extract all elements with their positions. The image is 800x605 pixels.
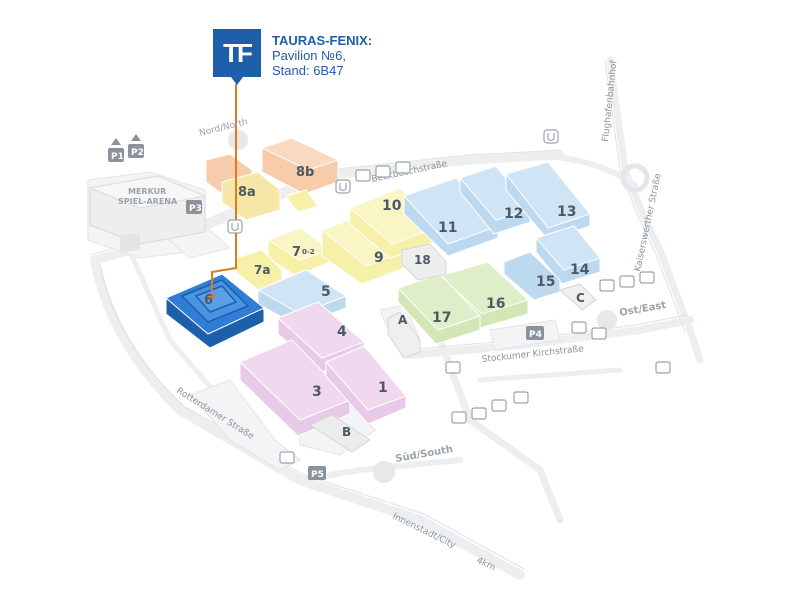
hall-18[interactable]	[401, 243, 447, 281]
hall-label-9: 9	[374, 250, 384, 266]
parking-icon: P2	[128, 134, 144, 158]
svg-text:P2: P2	[131, 148, 144, 158]
hall-labels: 1 3 4 5 6 7a 7 0-2 8a 8b 9 10 11 12 13 1…	[204, 165, 590, 400]
subway-icon	[227, 219, 243, 234]
parking-icon: P5	[308, 466, 326, 480]
svg-text:P1: P1	[111, 152, 124, 162]
hall-14[interactable]	[535, 225, 601, 285]
hall-11[interactable]	[403, 177, 499, 257]
svg-text:P4: P4	[529, 330, 542, 340]
hall-1[interactable]	[325, 345, 407, 425]
hall-4[interactable]	[277, 301, 365, 373]
arena-building	[88, 175, 207, 252]
hall-label-8a: 8a	[238, 185, 256, 200]
hall-label-3: 3	[312, 384, 322, 400]
exhibitor-pavilion: Pavilion №6,	[272, 48, 346, 63]
arena-label-line1: MERKUR	[128, 187, 166, 196]
hall-8b[interactable]	[260, 137, 340, 195]
pin-icon	[231, 77, 243, 85]
entrance-east-label: Ost/East	[619, 300, 668, 319]
svg-text:P5: P5	[311, 470, 324, 480]
hall-label-7a: 7a	[254, 263, 270, 277]
hall-label-12: 12	[504, 206, 523, 222]
hall-label-16: 16	[486, 296, 505, 312]
hall-label-8b: 8b	[296, 165, 314, 180]
hall-6[interactable]	[165, 273, 265, 349]
halls	[165, 137, 601, 437]
entrance-buildings	[228, 130, 617, 483]
hall-label-1: 1	[378, 380, 388, 396]
hall-label-18: 18	[414, 253, 431, 267]
hall-label-15: 15	[536, 274, 555, 290]
bus-icon	[445, 361, 671, 374]
stand-marker	[209, 293, 215, 299]
exhibitor-logo: TF	[213, 29, 261, 77]
bus-icon	[355, 161, 411, 182]
hall-label-13: 13	[557, 204, 576, 220]
hall-label-7-sub: 0-2	[302, 248, 315, 256]
parking-icon: P1	[108, 138, 124, 162]
parking-icon: P4	[526, 326, 544, 340]
entrance-a-label: A	[398, 313, 408, 327]
exhibitor-stand: Stand: 6B47	[272, 63, 344, 78]
hall-12[interactable]	[459, 165, 531, 235]
hall-9[interactable]	[321, 215, 405, 285]
svg-text:P3: P3	[189, 204, 202, 214]
hall-label-5: 5	[321, 284, 331, 300]
hall-label-14: 14	[570, 262, 590, 278]
parking-badges: P1 P2 P3 P4 P5	[108, 134, 544, 480]
exhibitor-name: TAURAS-FENIX:	[272, 33, 373, 48]
exhibitor-callout: TAURAS-FENIX: Pavilion №6, Stand: 6B47	[272, 33, 372, 78]
hall-label-17: 17	[432, 310, 451, 326]
hall-label-11: 11	[438, 220, 457, 236]
hall-13[interactable]	[505, 161, 591, 241]
hall-15[interactable]	[503, 251, 561, 301]
hall-label-4: 4	[337, 324, 347, 340]
subway-icon	[543, 129, 559, 144]
ring-roundabout	[620, 163, 650, 193]
bus-icon	[571, 321, 607, 340]
entrance-b-label: B	[342, 425, 351, 439]
bus-icon	[451, 391, 529, 424]
route-line	[211, 84, 237, 292]
arena-label-line2: SPIEL-ARENA	[118, 197, 178, 206]
parking-icon: P3	[186, 200, 202, 214]
hall-label-6: 6	[204, 293, 213, 308]
bus-icon	[279, 451, 295, 464]
entrance-c-label: C	[576, 291, 585, 305]
bus-icon	[599, 271, 655, 292]
hall-label-10: 10	[382, 198, 402, 214]
transit-icons	[227, 129, 671, 464]
subway-icon	[335, 179, 351, 194]
hall-label-7: 7	[292, 245, 301, 260]
hall-3[interactable]	[239, 339, 351, 437]
